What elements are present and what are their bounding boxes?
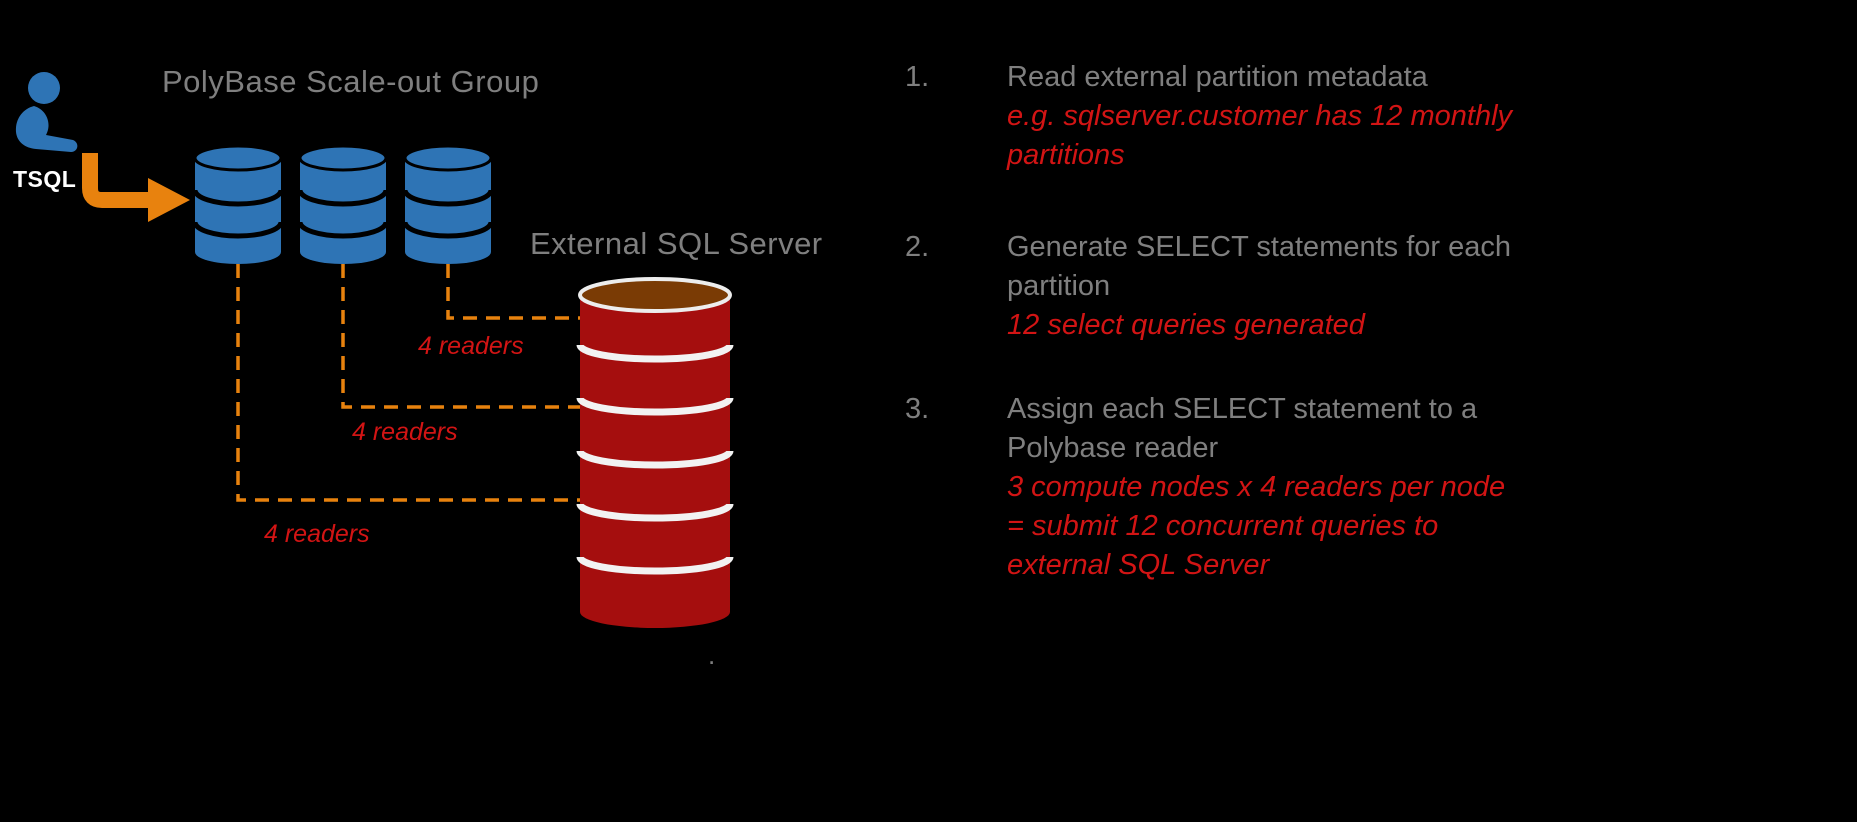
step-item-2: 2. Generate SELECT statements for each p… (905, 228, 1522, 345)
reader-connector-node3 (446, 264, 580, 320)
step-note: 3 compute nodes x 4 readers per node = s… (1007, 471, 1506, 581)
step-item-3: 3. Assign each SELECT statement to a Pol… (905, 390, 1522, 585)
step-number: 1. (905, 61, 930, 93)
external-sql-server-cylinder (576, 277, 734, 628)
step-item-1: 1. Read external partition metadata e.g.… (905, 58, 1522, 175)
scaleout-group-title: PolyBase Scale-out Group (162, 64, 540, 99)
step-note: 12 select queries generated (1007, 309, 1365, 341)
external-server-title: External SQL Server (530, 226, 823, 261)
step-number: 2. (905, 231, 930, 263)
compute-node-cylinder-2 (297, 144, 389, 264)
step-note: e.g. sqlserver.customer has 12 monthly p… (1007, 100, 1513, 171)
architecture-diagram (15, 72, 734, 628)
reader-count-label-node2: 4 readers (352, 418, 458, 446)
step-content: Generate SELECT statements for each part… (1007, 228, 1522, 345)
step-content: Read external partition metadata e.g. sq… (1007, 58, 1522, 175)
step-text: Read external partition metadata (1007, 61, 1428, 93)
step-content: Assign each SELECT statement to a Polyba… (1007, 390, 1522, 585)
compute-node-cylinder-1 (192, 144, 284, 264)
step-text: Generate SELECT statements for each part… (1007, 231, 1512, 302)
stray-dot: . (708, 640, 716, 670)
reader-count-label-node1: 4 readers (264, 520, 370, 548)
step-number: 3. (905, 393, 930, 425)
tsql-arrow-icon (82, 153, 190, 222)
reader-connector-node1 (236, 264, 580, 502)
compute-node-cylinder-3 (402, 144, 494, 264)
tsql-label: TSQL (13, 166, 77, 192)
reader-connector-node2 (341, 264, 580, 409)
step-text: Assign each SELECT statement to a Polyba… (1007, 393, 1478, 464)
reader-count-label-node3: 4 readers (418, 332, 524, 360)
user-icon (15, 72, 78, 152)
